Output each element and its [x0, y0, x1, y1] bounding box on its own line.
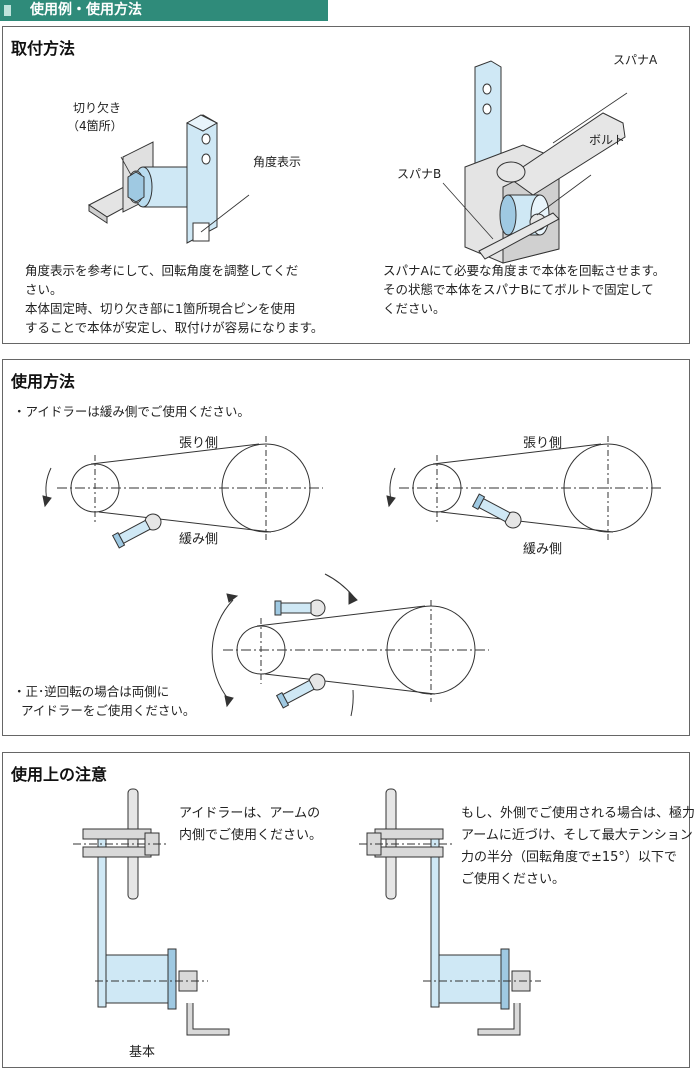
belt-diagram-right: [386, 436, 663, 540]
tension-side-label-right: 張り側: [523, 436, 563, 451]
wrench-b-label: スパナB: [397, 167, 442, 181]
caution-left-text: アイドラーは、アームの 内側でご使用ください。: [179, 806, 323, 843]
notch-leader: [120, 156, 132, 176]
belt-diagrams: [42, 436, 663, 717]
mounting-illustration: [88, 60, 628, 264]
section-header: 使用例・使用方法: [0, 0, 328, 21]
caution-panel: 使用上の注意: [2, 752, 695, 1068]
belt-diagram-left: [42, 436, 323, 549]
slack-side-label-right: 緩み側: [523, 542, 563, 557]
mounting-left-text: 角度表示を参考にして、回転角度を調整してくだ さい。 本体固定時、切り欠き部に1…: [25, 263, 324, 335]
notch-label-1: 切り欠き: [73, 101, 122, 115]
caution-title: 使用上の注意: [11, 765, 108, 784]
caution-right-text: もし、外側でご使用される場合は、極力 アームに近づけ、そして最大テンション 力の…: [461, 806, 696, 887]
tensioner-left-drawing: [88, 114, 219, 244]
usage-note-1: ・アイドラーは緩み側でご使用ください。: [13, 404, 250, 419]
slack-side-label-left: 緩み側: [179, 532, 219, 547]
caution-illustration: [73, 788, 541, 1036]
mounting-title: 取付方法: [11, 39, 76, 58]
header-marker: [4, 5, 11, 16]
mounting-right-text: スパナAにて必要な角度まで本体を回転させます。 その状態で本体をスパナBにてボル…: [383, 263, 666, 316]
section-header-title: 使用例・使用方法: [30, 2, 142, 18]
usage-title: 使用方法: [11, 372, 76, 391]
wrench-b-leader: [442, 182, 494, 240]
wrench-a-leader: [552, 92, 628, 144]
bolt-leader: [536, 174, 592, 216]
outside-mounting-drawing: [359, 788, 541, 1036]
tensioner-right-drawing: [464, 60, 626, 264]
basic-label: 基本: [129, 1045, 156, 1060]
angle-leader: [200, 194, 250, 233]
notch-label-2: （4箇所）: [67, 119, 123, 133]
basic-mounting-drawing: [73, 788, 230, 1036]
wrench-a-label: スパナA: [613, 53, 658, 67]
angle-label: 角度表示: [253, 155, 302, 169]
usage-note-2: ・正･逆回転の場合は両側に アイドラーをご使用ください。: [13, 684, 196, 718]
belt-diagram-bidirectional: [211, 573, 489, 717]
tension-side-label-left: 張り側: [179, 436, 219, 451]
bolt-label: ボルト: [589, 133, 626, 147]
usage-panel: 使用方法 ・アイドラーは緩み側でご使用ください。: [2, 359, 690, 736]
mounting-panel: 取付方法: [2, 26, 690, 344]
